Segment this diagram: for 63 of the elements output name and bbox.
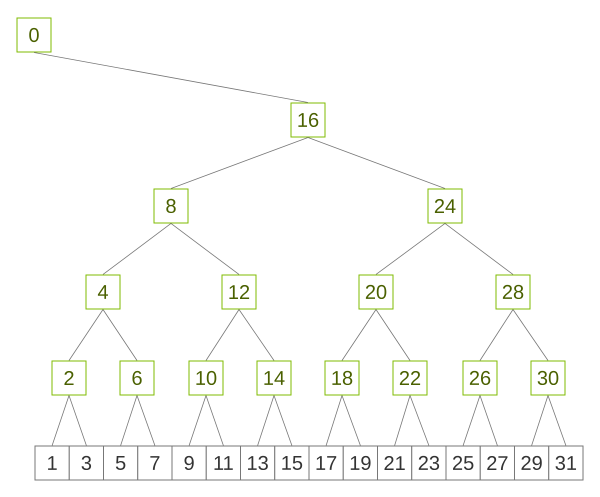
leaf-cell: 21: [377, 445, 412, 480]
tree-node-box: 8: [154, 188, 188, 224]
tree-node-box: 18: [324, 360, 360, 396]
tree-edge: [274, 395, 292, 446]
tree-node-box: 6: [120, 360, 154, 396]
leaf-cell: 9: [172, 445, 207, 480]
tree-edge: [342, 309, 376, 361]
tree-edge: [238, 309, 274, 361]
tree-edge: [326, 395, 342, 446]
tree-node-box: 26: [462, 360, 498, 396]
tree-edge: [308, 137, 446, 189]
tree-edge: [257, 395, 274, 446]
tree-edge: [394, 395, 410, 446]
leaf-cell: 25: [446, 445, 481, 480]
tree-edge: [462, 395, 480, 446]
tree-edge: [531, 395, 548, 446]
leaf-cell: 11: [206, 445, 241, 480]
tree-node-box: 22: [392, 360, 428, 396]
leaf-cell: 17: [308, 445, 344, 480]
tree-edge: [206, 309, 240, 361]
tree-node-box: 28: [496, 274, 530, 310]
tree-edge: [512, 309, 548, 361]
tree-node-box: 20: [358, 274, 394, 310]
tree-edge: [102, 223, 172, 275]
leaf-cell: 27: [480, 445, 515, 480]
leaf-cell: 31: [548, 445, 584, 480]
leaf-cell: 13: [240, 445, 276, 480]
tree-node-box: 10: [188, 360, 224, 396]
tree-edge: [410, 395, 430, 446]
leaf-cell: 5: [103, 445, 138, 480]
tree-edge: [480, 395, 498, 446]
tree-edge: [170, 223, 240, 275]
tree-edge: [376, 223, 446, 275]
tree-edge: [102, 309, 138, 361]
tree-edge: [68, 395, 87, 446]
tree-edge: [136, 395, 156, 446]
tree-edge: [188, 395, 206, 446]
leaf-cell: 15: [274, 445, 310, 480]
tree-edge: [52, 395, 70, 446]
tree-node-box: 14: [256, 360, 292, 396]
tree-node-box: 0: [16, 18, 52, 52]
tree-node-box: 2: [52, 360, 86, 396]
tree-edge: [170, 137, 308, 189]
leaf-cell: 29: [514, 445, 550, 480]
tree-edge: [120, 395, 138, 446]
tree-edge: [206, 395, 224, 446]
tree-edge: [548, 395, 566, 446]
leaf-cell: 19: [342, 445, 378, 480]
tree-edge: [342, 395, 361, 446]
tree-edge: [444, 223, 514, 275]
leaf-cell: 23: [411, 445, 446, 480]
tree-edge: [480, 309, 514, 361]
tree-node-box: 16: [290, 102, 326, 138]
tree-node-box: 12: [222, 274, 256, 310]
tree-node-box: 4: [86, 274, 120, 310]
tree-node-box: 30: [530, 360, 566, 396]
tree-edge: [34, 52, 308, 103]
tree-edge: [68, 309, 104, 361]
tree-node-box: 24: [428, 188, 462, 224]
leaf-cell: 7: [137, 445, 172, 480]
leaf-cell: 3: [68, 445, 104, 480]
tree-edge: [376, 309, 410, 361]
leaf-cell: 1: [34, 445, 70, 480]
